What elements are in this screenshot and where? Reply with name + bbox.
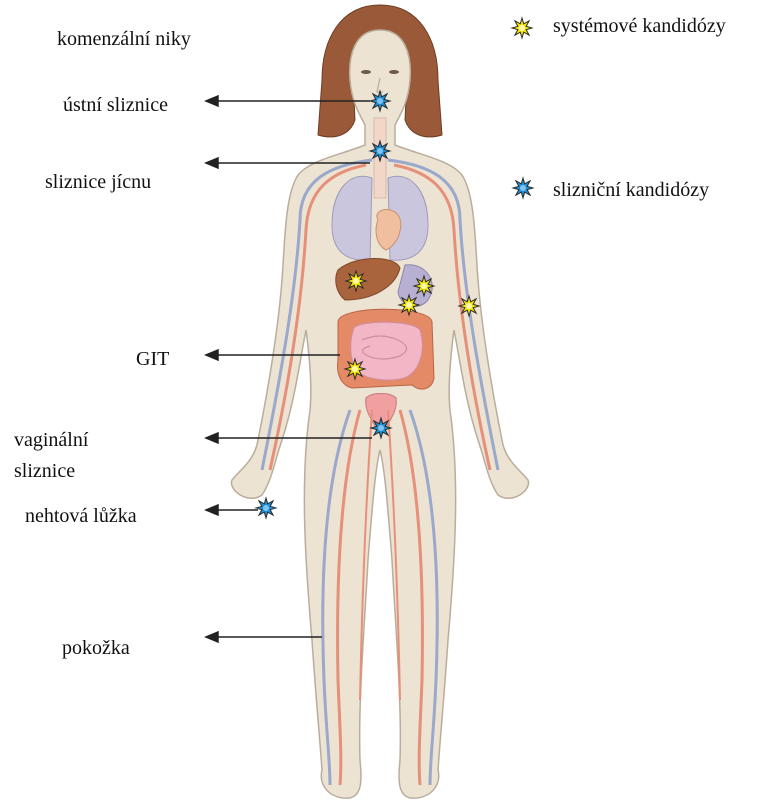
label-git: GIT [136, 346, 169, 372]
spleen-star-center [406, 302, 412, 308]
oral-star-center [377, 98, 383, 104]
liver-star-center [353, 278, 359, 284]
label-nail-beds: nehtová lůžka [25, 503, 137, 529]
legend-mucosal-center [520, 185, 526, 191]
label-skin: pokožka [62, 635, 130, 661]
esophagus-star-center [377, 148, 383, 154]
legend-systemic-label: systémové kandidózy [553, 13, 726, 39]
arm-vessel-star-center [466, 303, 472, 309]
legend-mucosal-label: slizniční kandidózy [553, 177, 709, 203]
label-oral-mucosa: ústní sliznice [63, 92, 168, 118]
label-vaginal-line1: vaginální [14, 427, 88, 453]
vaginal-star-center [378, 425, 384, 431]
label-commensal-niches: komenzální niky [57, 26, 191, 52]
label-vaginal-line2: sliznice [14, 458, 75, 484]
intestine-star-center [352, 366, 358, 372]
legend-systemic-center [519, 25, 525, 31]
nail-star-center [263, 505, 269, 511]
stomach-star-center [421, 283, 427, 289]
label-esophageal-mucosa: sliznice jícnu [45, 169, 151, 195]
